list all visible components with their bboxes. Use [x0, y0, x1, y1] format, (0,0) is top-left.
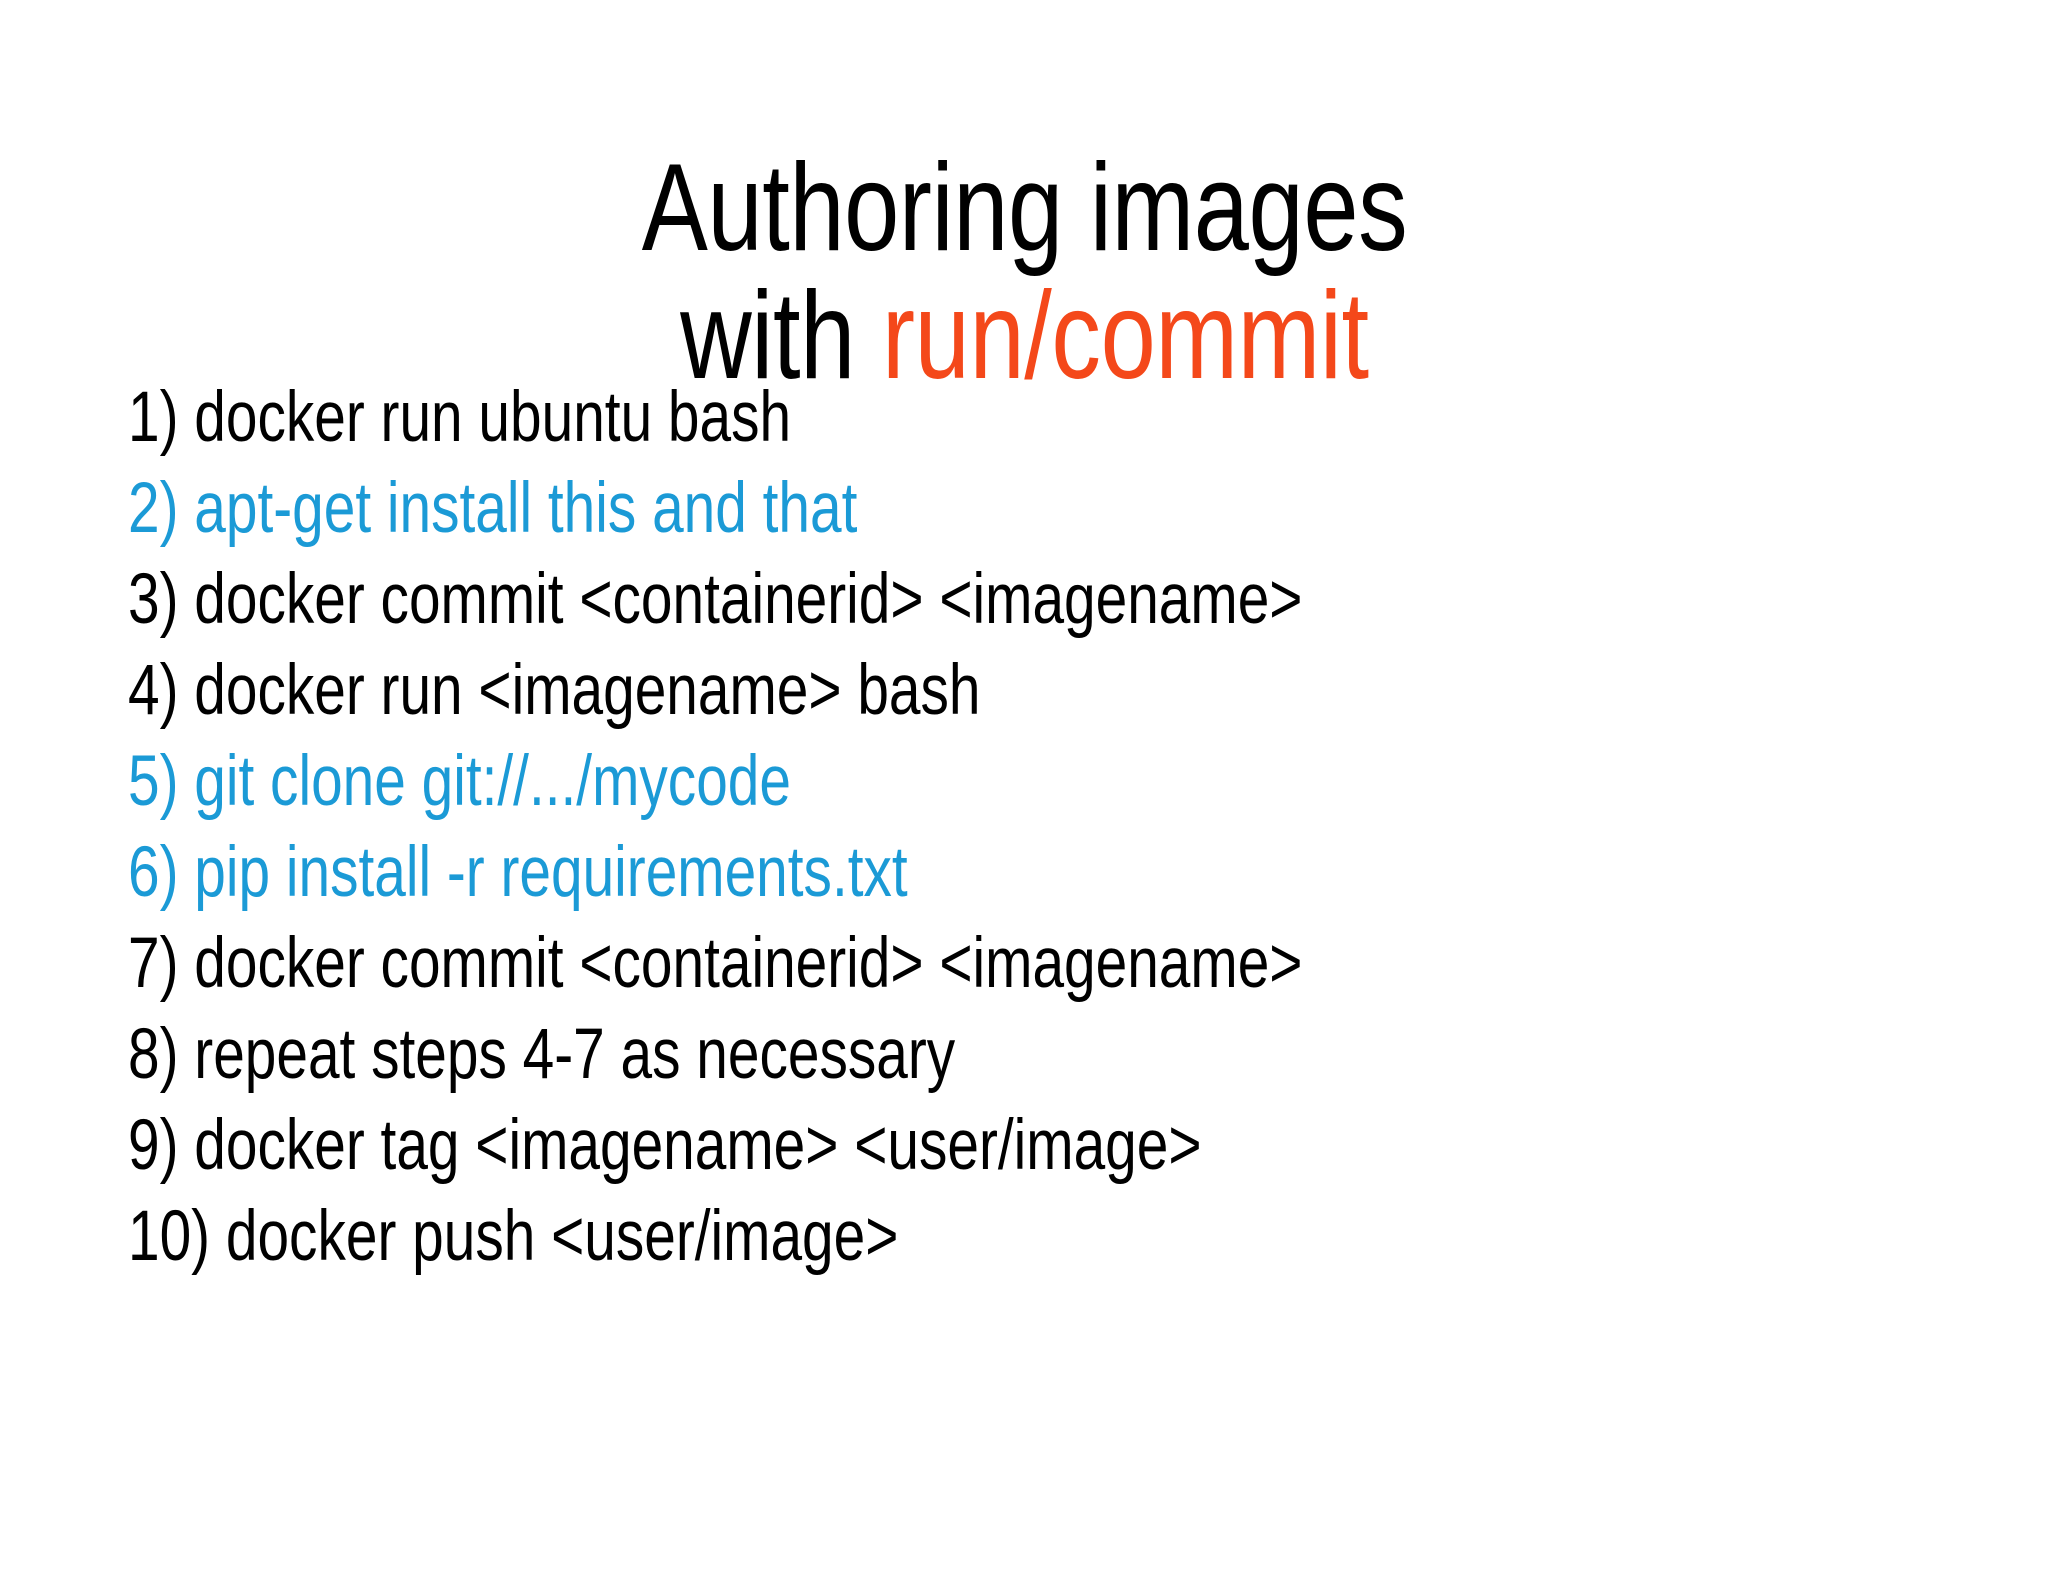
step-text-10: 10) docker push <user/image>	[128, 1197, 899, 1276]
title-line-2-group: with run/commit	[680, 272, 1369, 401]
list-item: 8) repeat steps 4-7 as necessary	[128, 1009, 1978, 1100]
title-line-2-prefix: with	[679, 266, 882, 405]
step-text-1: 1) docker run ubuntu bash	[128, 378, 792, 457]
title-line-1: Authoring images	[0, 139, 2048, 278]
step-text-2: 2) apt-get install this and that	[128, 469, 858, 548]
list-item: 5) git clone git://.../mycode	[128, 736, 1978, 827]
list-item: 9) docker tag <imagename> <user/image>	[128, 1100, 1978, 1191]
title-line-2: with run/commit	[0, 272, 2048, 401]
list-item: 10) docker push <user/image>	[128, 1191, 1978, 1282]
steps-list: 1) docker run ubuntu bash 2) apt-get ins…	[128, 372, 1978, 1282]
list-item: 4) docker run <imagename> bash	[128, 645, 1978, 736]
step-text-8: 8) repeat steps 4-7 as necessary	[128, 1015, 956, 1094]
list-item: 2) apt-get install this and that	[128, 463, 1978, 554]
step-text-4: 4) docker run <imagename> bash	[128, 651, 981, 730]
list-item: 7) docker commit <containerid> <imagenam…	[128, 918, 1978, 1009]
step-text-9: 9) docker tag <imagename> <user/image>	[128, 1106, 1202, 1185]
list-item: 3) docker commit <containerid> <imagenam…	[128, 554, 1978, 645]
step-text-7: 7) docker commit <containerid> <imagenam…	[128, 924, 1303, 1003]
list-item: 6) pip install -r requirements.txt	[128, 827, 1978, 918]
title-accent-run-commit: run/commit	[881, 266, 1369, 405]
list-item: 1) docker run ubuntu bash	[128, 372, 1978, 463]
step-text-6: 6) pip install -r requirements.txt	[128, 833, 908, 912]
step-text-5: 5) git clone git://.../mycode	[128, 742, 791, 821]
title-line-1-text: Authoring images	[641, 139, 1407, 278]
step-text-3: 3) docker commit <containerid> <imagenam…	[128, 560, 1303, 639]
page-title: Authoring images with run/commit	[0, 139, 2048, 401]
